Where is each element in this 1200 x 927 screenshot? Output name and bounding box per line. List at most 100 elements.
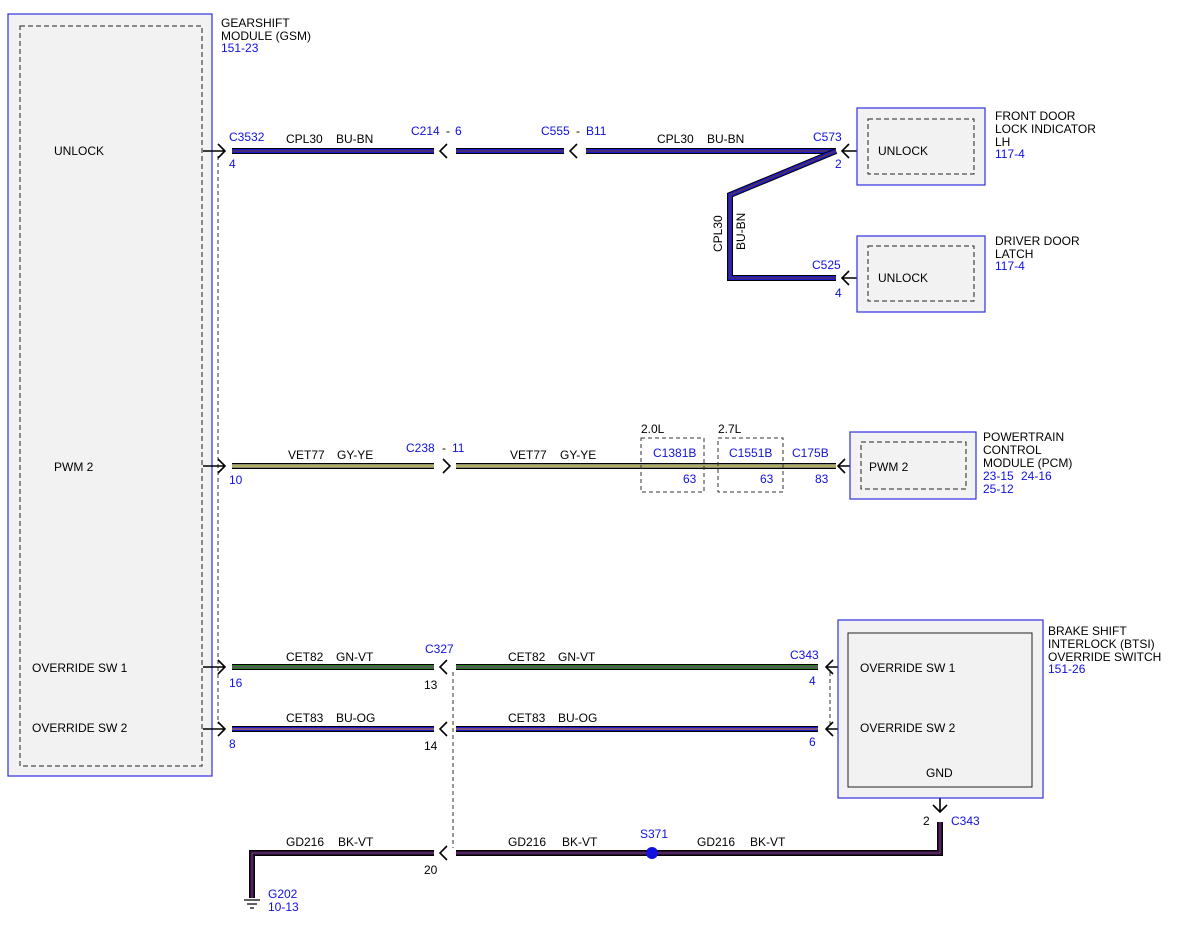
- c327-connector[interactable]: C327 13 14 20: [424, 642, 454, 877]
- gsm-pin-ovr1: OVERRIDE SW 1: [32, 661, 128, 675]
- pcm-ref-1b[interactable]: 24-16: [1021, 469, 1052, 483]
- ddl-pin-unlock: UNLOCK: [878, 271, 928, 285]
- btsi-pin-gnd: GND: [926, 766, 953, 780]
- vet77-color-2: GY-YE: [560, 448, 596, 462]
- c555-pin: B11: [586, 124, 607, 138]
- gsm-ref[interactable]: 151-23: [221, 41, 259, 55]
- vet77-color-1: GY-YE: [337, 448, 373, 462]
- c3532-pin-unlock: 4: [229, 157, 236, 171]
- btsi-title-2: INTERLOCK (BTSI): [1048, 637, 1155, 651]
- gsm-pin-ovr2: OVERRIDE SW 2: [32, 721, 128, 735]
- btsi-ref[interactable]: 151-26: [1048, 662, 1086, 676]
- cpl30-color-2: BU-BN: [707, 132, 744, 146]
- g202-ref: 10-13: [268, 900, 299, 914]
- fdli-title-1: FRONT DOOR: [995, 109, 1076, 123]
- pcm-title-3: MODULE (PCM): [983, 456, 1072, 470]
- cet83-code-2: CET83: [508, 711, 546, 725]
- c525-connector[interactable]: C525 4: [812, 258, 862, 300]
- s371-splice[interactable]: S371: [640, 827, 668, 859]
- c3532-arrows: [203, 143, 227, 737]
- fdli-module: UNLOCK: [856, 107, 986, 186]
- c555-id: C555: [541, 124, 570, 138]
- c327-id: C327: [425, 642, 454, 656]
- c555-sep: -: [576, 124, 580, 138]
- c214-sep: -: [446, 124, 450, 138]
- wire-gd216[interactable]: [249, 822, 943, 898]
- c573-pin: 2: [835, 157, 842, 171]
- c343-connector[interactable]: C343 4 6 2 C343: [790, 648, 980, 828]
- cet83-color-2: BU-OG: [558, 711, 597, 725]
- c1381b-connector[interactable]: 2.0L C1381B 63: [640, 422, 705, 493]
- c238-sep: -: [442, 441, 446, 455]
- c327-pin-ovr2: 14: [424, 739, 438, 753]
- ddl-module: UNLOCK: [856, 235, 986, 313]
- c525-id: C525: [812, 258, 841, 272]
- gd216-color-1: BK-VT: [338, 835, 374, 849]
- cpl30-code-vert: CPL30: [711, 215, 725, 252]
- gsm-pin-pwm2: PWM 2: [54, 460, 94, 474]
- ground-symbol: [244, 899, 260, 909]
- c343-pin-ovr2: 6: [809, 735, 816, 749]
- fdli-title-3: LH: [995, 135, 1010, 149]
- ddl-title-1: DRIVER DOOR: [995, 234, 1080, 248]
- c214-pin: 6: [455, 124, 462, 138]
- c1551b-variant: 2.7L: [718, 422, 742, 436]
- g202-ground[interactable]: G202 10-13: [244, 887, 299, 914]
- pcm-ref-1a[interactable]: 23-15: [983, 469, 1014, 483]
- btsi-module: OVERRIDE SW 1 OVERRIDE SW 2 GND: [837, 619, 1044, 799]
- c1551b-id: C1551B: [729, 446, 772, 460]
- cet83-code-1: CET83: [286, 711, 324, 725]
- c238-pin: 11: [452, 441, 465, 455]
- pcm-pin-pwm2: PWM 2: [869, 460, 909, 474]
- c238-id: C238: [406, 441, 435, 455]
- pcm-title-1: POWERTRAIN: [983, 430, 1064, 444]
- gd216-code-3: GD216: [697, 835, 735, 849]
- c3532-pin-pwm2: 10: [229, 473, 243, 487]
- c175b-id: C175B: [792, 446, 829, 460]
- c175b-pin: 83: [815, 472, 829, 486]
- c343-pin-gnd: 2: [923, 814, 930, 828]
- c238-connector[interactable]: C238 - 11: [406, 441, 465, 474]
- ddl-title-2: LATCH: [995, 247, 1033, 261]
- vet77-code-2: VET77: [510, 448, 547, 462]
- s371-id: S371: [640, 827, 668, 841]
- cet82-code-1: CET82: [286, 650, 324, 664]
- cet82-code-2: CET82: [508, 650, 546, 664]
- cpl30-code-1: CPL30: [286, 132, 323, 146]
- c1381b-pin: 63: [683, 472, 697, 486]
- c3532-id[interactable]: C3532: [229, 130, 265, 144]
- ddl-ref[interactable]: 117-4: [995, 259, 1025, 273]
- c343-pin-ovr1: 4: [809, 674, 816, 688]
- gd216-code-1: GD216: [286, 835, 324, 849]
- c3532-pin-ovr1: 16: [229, 676, 243, 690]
- gd216-color-3: BK-VT: [750, 835, 786, 849]
- fdli-pin-unlock: UNLOCK: [878, 144, 928, 158]
- c175b-connector[interactable]: C175B 83: [792, 446, 858, 486]
- cet83-color-1: BU-OG: [336, 711, 375, 725]
- c1381b-variant: 2.0L: [641, 422, 665, 436]
- c525-pin: 4: [835, 286, 842, 300]
- pcm-title-2: CONTROL: [983, 443, 1042, 457]
- vet77-code-1: VET77: [288, 448, 325, 462]
- wire-cpl30-group: [232, 148, 838, 281]
- cpl30-color-vert: BU-BN: [734, 213, 748, 250]
- c343-id-bottom: C343: [951, 814, 980, 828]
- cet82-color-1: GN-VT: [336, 650, 374, 664]
- c1551b-connector[interactable]: 2.7L C1551B 63: [717, 422, 784, 493]
- btsi-title-3: OVERRIDE SWITCH: [1048, 650, 1161, 664]
- c214-connector[interactable]: C214 - 6: [411, 124, 462, 159]
- g202-id: G202: [268, 887, 298, 901]
- cet82-color-2: GN-VT: [558, 650, 596, 664]
- c327-pin-ovr1: 13: [424, 678, 438, 692]
- gd216-color-2: BK-VT: [562, 835, 598, 849]
- cpl30-code-2: CPL30: [657, 132, 694, 146]
- c573-id: C573: [813, 130, 842, 144]
- c555-connector[interactable]: C555 - B11: [541, 124, 607, 159]
- fdli-title-2: LOCK INDICATOR: [995, 122, 1096, 136]
- gsm-module: UNLOCK PWM 2 OVERRIDE SW 1 OVERRIDE SW 2: [7, 13, 213, 777]
- pcm-ref-2[interactable]: 25-12: [983, 482, 1014, 496]
- c1551b-pin: 63: [760, 472, 774, 486]
- fdli-ref[interactable]: 117-4: [995, 147, 1025, 161]
- btsi-title-1: BRAKE SHIFT: [1048, 624, 1127, 638]
